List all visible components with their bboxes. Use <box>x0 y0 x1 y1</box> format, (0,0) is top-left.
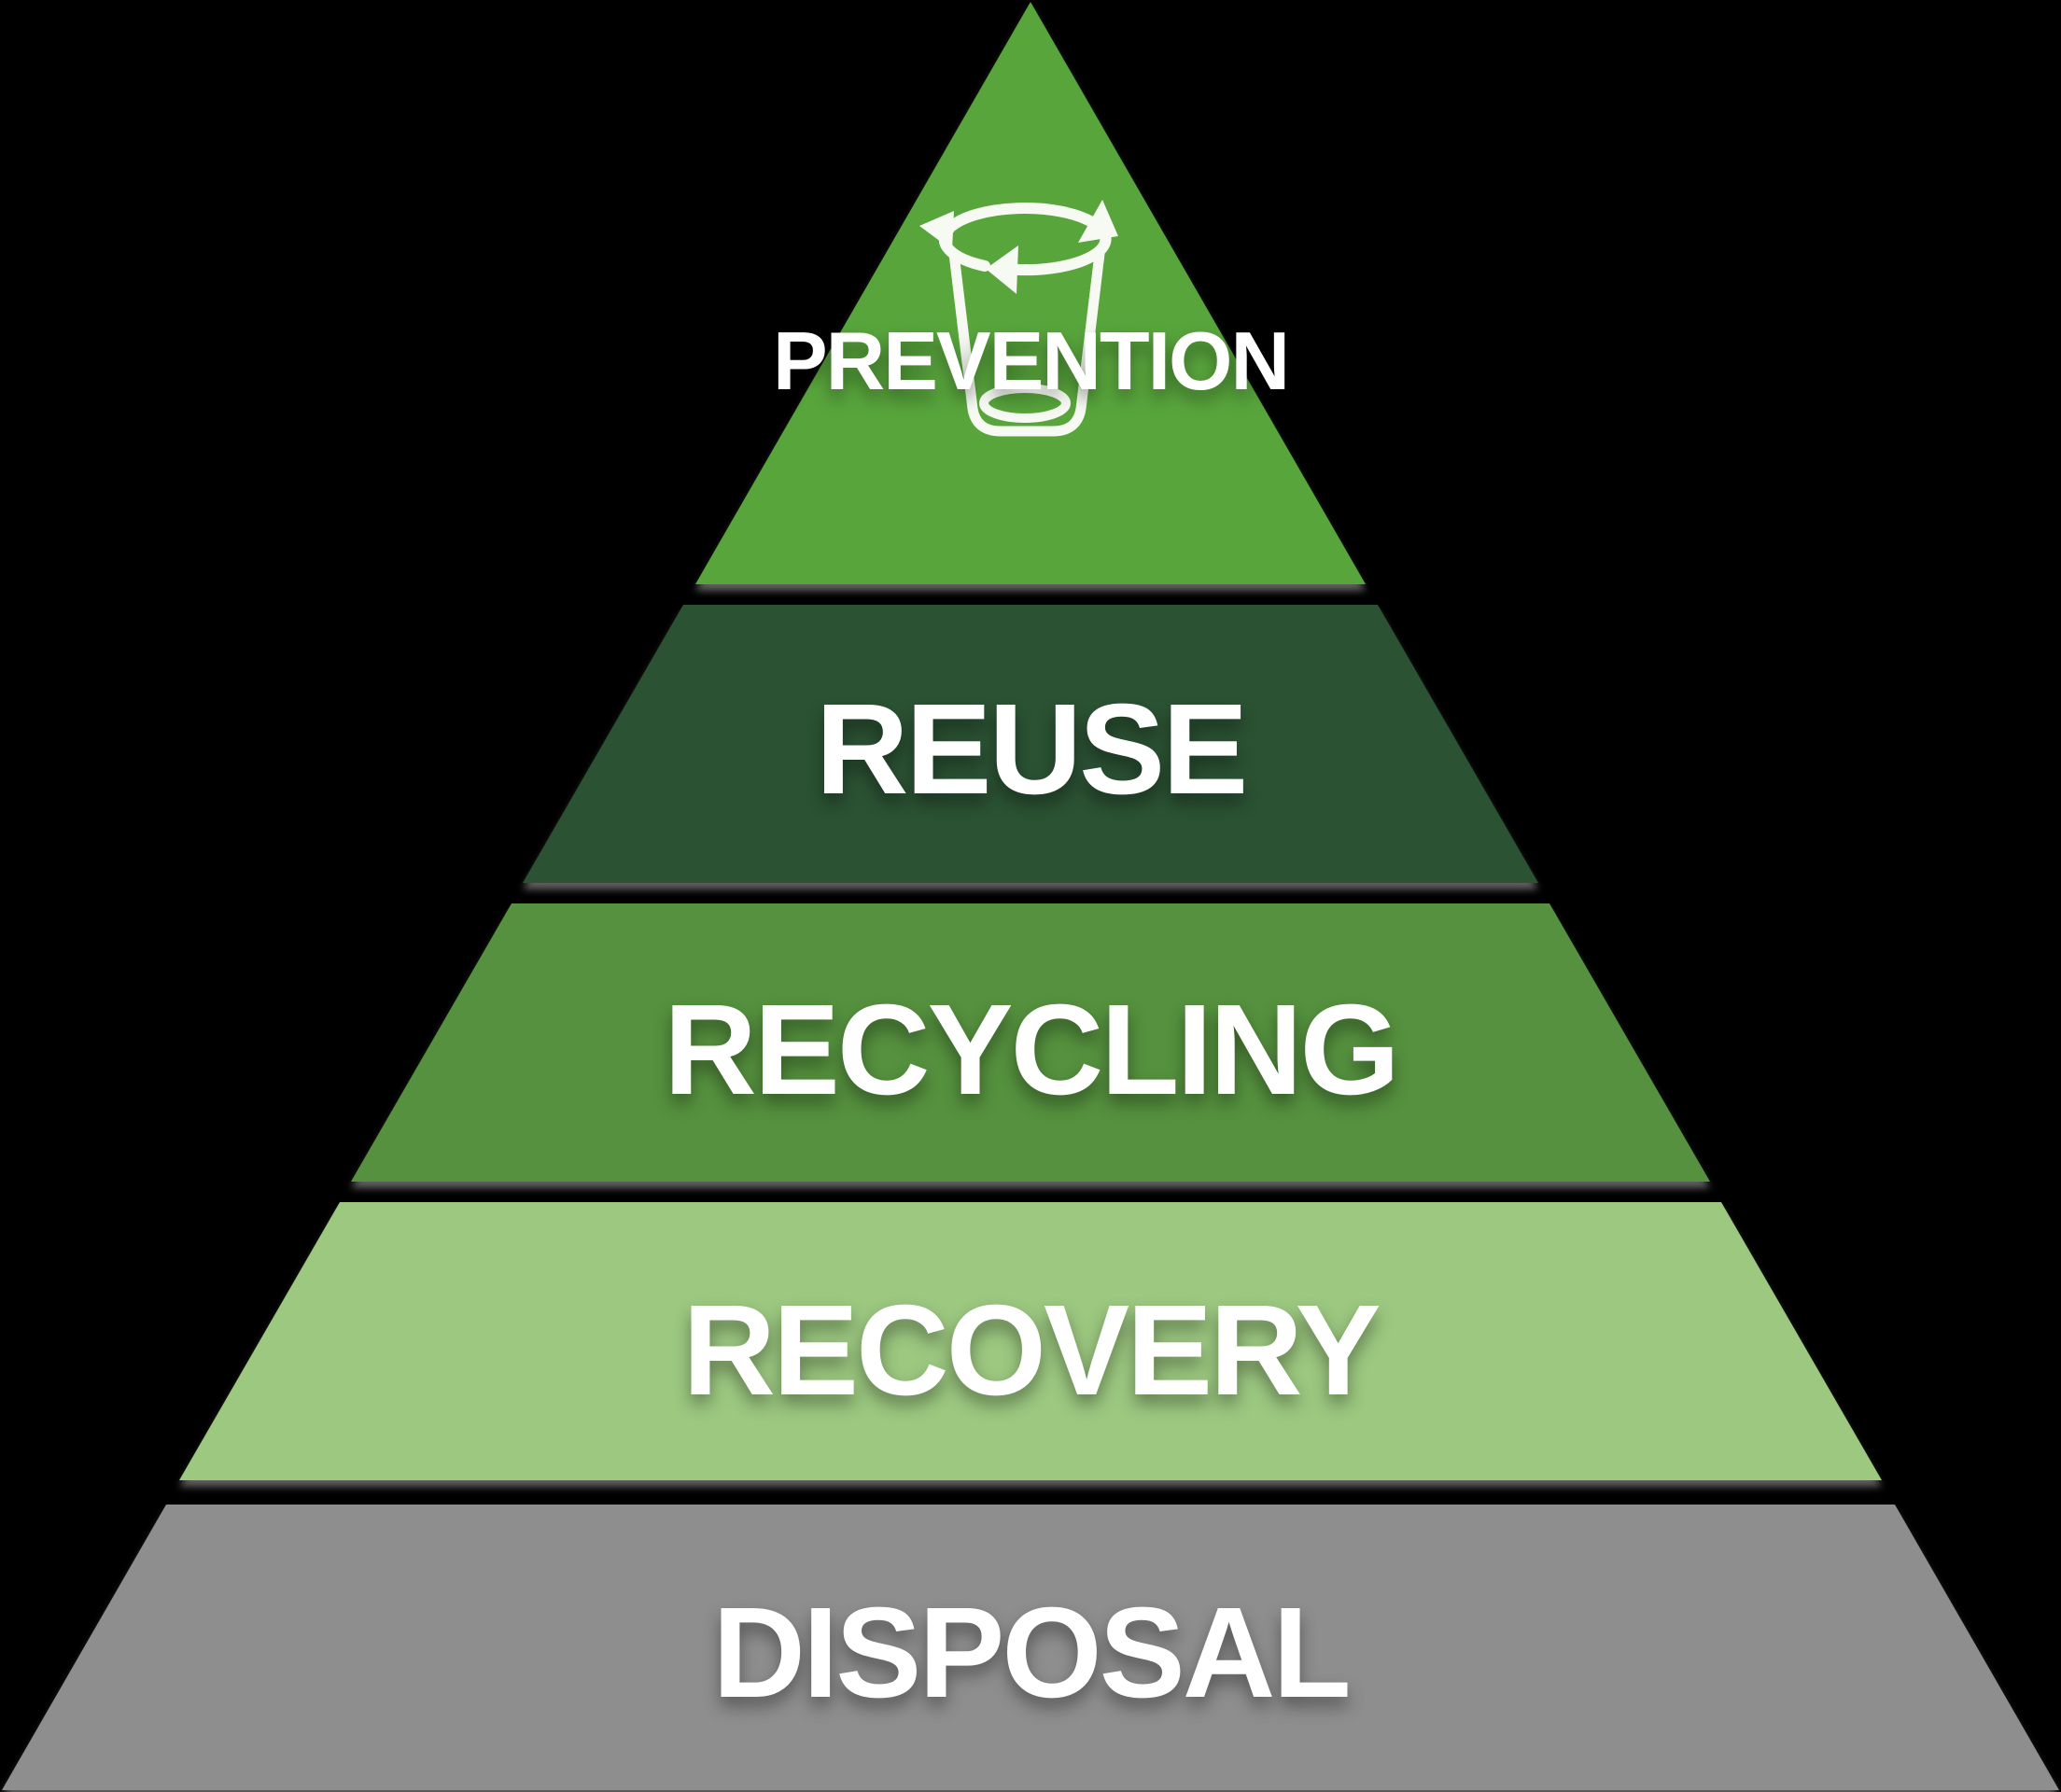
level-recycling-label: RECYCLING <box>664 978 1397 1122</box>
level-recovery: RECOVERY <box>179 1202 1882 1480</box>
level-reuse-shape <box>523 605 1538 883</box>
level-disposal-label: DISPOSAL <box>712 1581 1348 1725</box>
recycle-arrow-left-head-icon <box>919 211 954 250</box>
cup-recycle-icon <box>919 200 1118 437</box>
level-recycling-shape <box>351 903 1710 1182</box>
level-recovery-shape <box>179 1202 1882 1480</box>
cup-bottom-rim-icon <box>979 384 1071 423</box>
recycle-arrow-bottom-head-icon <box>986 245 1018 294</box>
level-prevention: PREVENTION <box>695 2 1366 584</box>
level-prevention-label: PREVENTION <box>773 315 1288 407</box>
level-recovery-label: RECOVERY <box>682 1279 1379 1422</box>
level-disposal-shape <box>2 1505 2059 1790</box>
level-prevention-shape <box>695 2 1366 584</box>
cup-outline-icon <box>948 248 1105 437</box>
level-reuse-label: REUSE <box>816 678 1245 821</box>
level-recycling: RECYCLING <box>351 903 1710 1182</box>
recycle-arrow-bottom-icon <box>1012 228 1112 276</box>
level-disposal: DISPOSAL <box>2 1505 2059 1790</box>
recycle-arrow-top-icon <box>946 203 1096 231</box>
level-reuse: REUSE <box>523 605 1538 883</box>
